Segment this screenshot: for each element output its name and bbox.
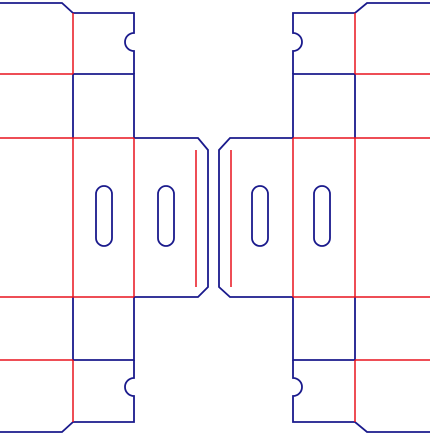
left-top-cut-outline [0, 2, 135, 74]
left-handle-slot-1 [95, 185, 113, 247]
left-top-inner-cut [72, 73, 135, 138]
left-side-panel-cut [134, 137, 209, 298]
left-fold-lines [0, 13, 197, 422]
right-handle-slot-1 [251, 185, 269, 247]
right-bottom-inner-cut [292, 297, 356, 361]
right-half [218, 2, 430, 433]
right-cut-lines [218, 2, 430, 433]
right-fold-lines [230, 13, 430, 422]
left-cut-lines [0, 2, 209, 433]
left-half [0, 2, 209, 433]
right-side-panel-cut [218, 137, 293, 298]
right-top-cut-outline [292, 2, 430, 74]
left-handle-slot-2 [157, 185, 175, 247]
right-top-inner-cut [292, 73, 356, 138]
right-bottom-cut-outline [292, 360, 430, 433]
right-handle-slot-2 [313, 185, 331, 247]
left-bottom-inner-cut [72, 297, 135, 361]
left-bottom-cut-outline [0, 360, 135, 433]
